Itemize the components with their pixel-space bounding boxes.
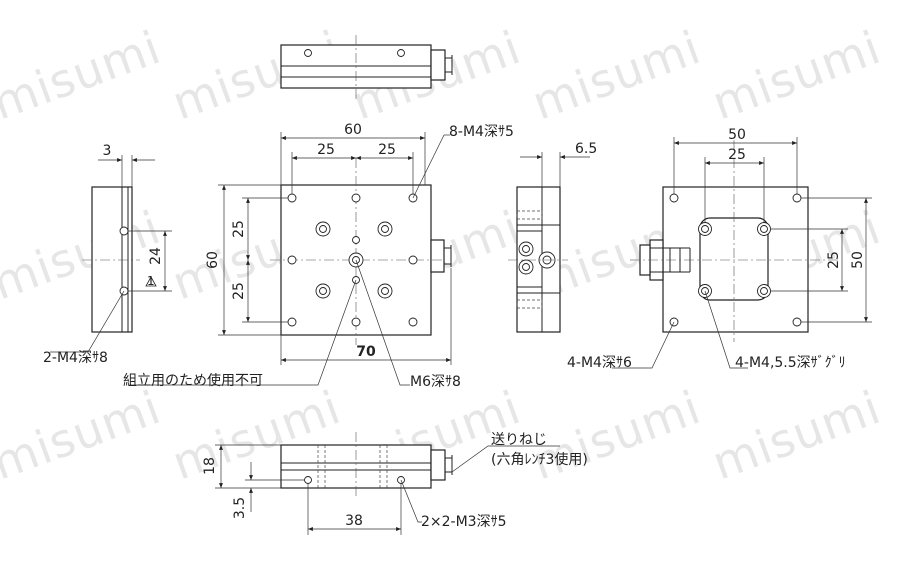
back-view: 50 25 25 50 4-M4深ｻ6 4-M4,5.5深ｻﾞｸﾞﾘ: [567, 127, 872, 371]
label-hex-wrench: (六角ﾚﾝﾁ3使用): [491, 451, 588, 468]
front-view: 60 25 25 60 25 25 70 8-M4深ｻ5 組立用のため使用不可 …: [123, 122, 514, 390]
dim-3-5: 3.5: [232, 497, 248, 519]
label-m4-8: 8-M4深ｻ5: [449, 124, 514, 140]
label-m6: M6深ｻ8: [410, 374, 461, 390]
watermark: misumi: [0, 20, 168, 130]
label-no-use: 組立用のため使用不可: [123, 372, 263, 389]
dim-50: 50: [850, 251, 866, 269]
label-feed-screw: 送りねじ: [491, 432, 547, 448]
left-side-view: 3 24 1 2-M4深ｻ8: [43, 143, 172, 366]
dim-18: 18: [202, 457, 218, 475]
watermark: misumi: [0, 380, 168, 490]
label-m3: 2×2-M3深ｻ5: [421, 514, 507, 530]
label-m4-cb: 4-M4,5.5深ｻﾞｸﾞﾘ: [735, 355, 846, 371]
dim-width-70: 70: [356, 344, 376, 360]
dim-25: 25: [826, 251, 842, 269]
top-view: [280, 35, 453, 100]
dim-pitch-25: 25: [317, 142, 335, 158]
watermark: misumi: [525, 20, 707, 130]
dim-38: 38: [345, 513, 363, 529]
dim-pitch-25: 25: [231, 220, 247, 238]
label-m4-2: 2-M4深ｻ8: [43, 350, 108, 366]
right-side-view: 6.5: [508, 141, 597, 333]
dim-6-5: 6.5: [575, 141, 597, 157]
watermark: misumi: [525, 380, 707, 490]
dim-pitch-25: 25: [378, 142, 396, 158]
dim-50: 50: [728, 127, 746, 143]
tri-mark: 1: [147, 274, 155, 288]
watermark: misumi: [705, 20, 887, 130]
dim-25: 25: [728, 147, 746, 163]
dim-height-60: 60: [205, 251, 221, 269]
dim-width-60: 60: [344, 122, 362, 138]
triangle-icon: [145, 276, 157, 287]
bottom-view: 18 3.5 38 送りねじ (六角ﾚﾝﾁ3使用) 2×2-M3深ｻ5: [202, 432, 588, 535]
label-m4-4: 4-M4深ｻ6: [567, 355, 632, 371]
dim-pitch-25: 25: [231, 282, 247, 300]
dim-3: 3: [103, 143, 112, 159]
watermark: misumi: [0, 200, 168, 310]
dim-24: 24: [148, 247, 164, 265]
watermark: misumi: [705, 380, 887, 490]
